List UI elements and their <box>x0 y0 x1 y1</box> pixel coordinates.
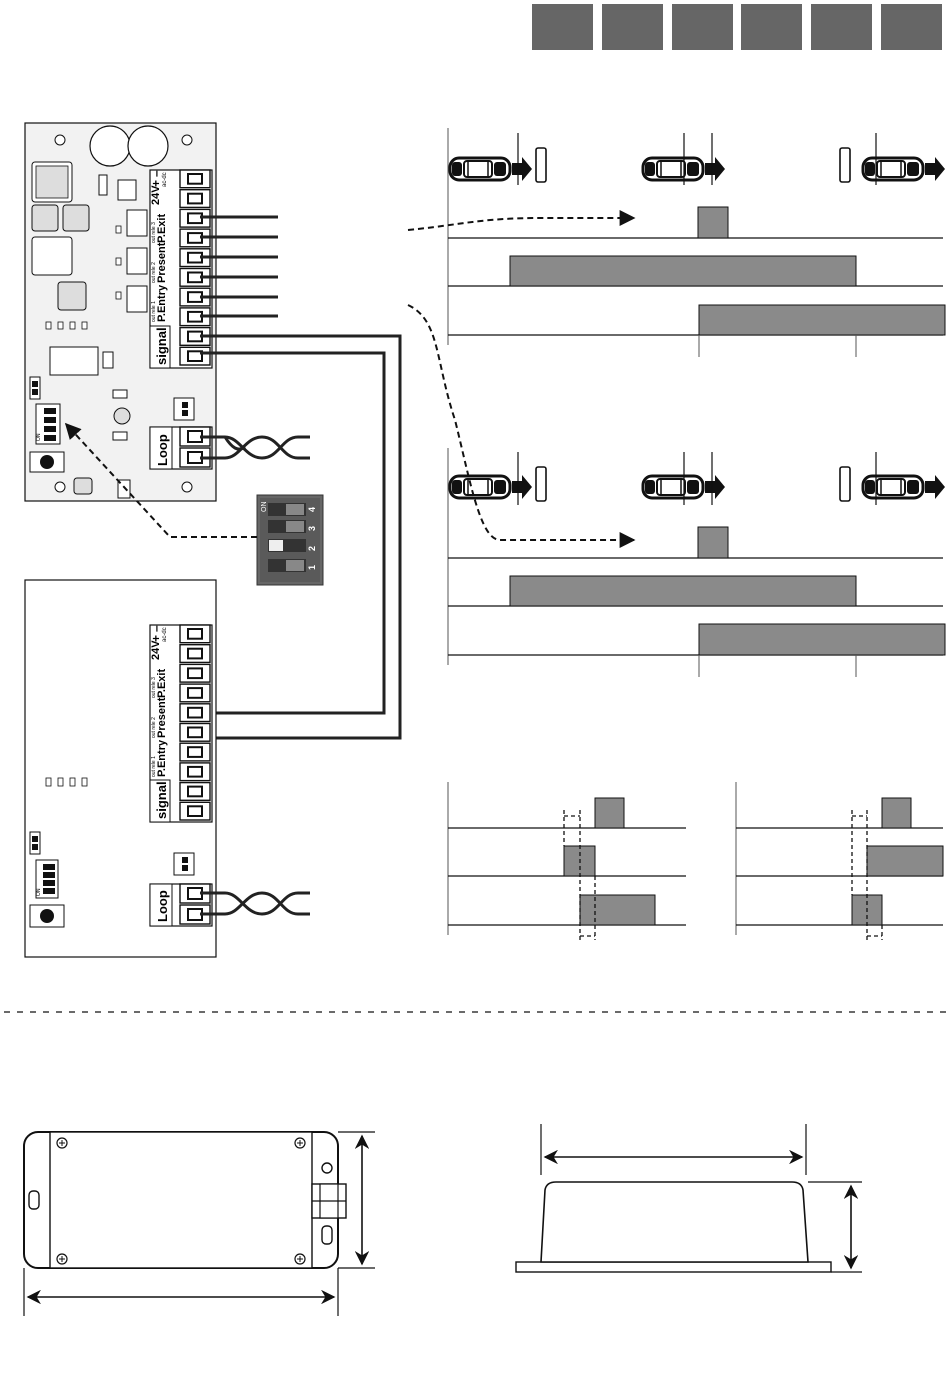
second-dip-on-label: ON <box>36 888 42 896</box>
second-screw-head <box>188 688 202 698</box>
dip-pos-3: 3 <box>307 526 317 531</box>
second-screw-head <box>188 649 202 659</box>
dip-on-label: ON <box>261 502 268 513</box>
enclosure-top-view <box>24 1132 375 1316</box>
second-loop-screw-head <box>188 909 202 920</box>
main-term-pentry: P.Entry <box>156 284 168 322</box>
second-screw-head <box>188 747 202 757</box>
main-term-minus: – <box>149 170 163 177</box>
main-loop-screw-head <box>188 452 202 463</box>
timing-diagrams <box>408 128 945 940</box>
main-screw-head <box>188 233 202 243</box>
second-term-pexit: P.Exit <box>156 669 168 698</box>
dip-pos-2: 2 <box>307 546 317 551</box>
second-screw-head <box>188 728 202 738</box>
second-term-pentry: P.Entry <box>156 739 168 777</box>
main-term-plus: + <box>149 180 163 187</box>
main-dip-on-label: ON <box>36 433 42 441</box>
main-screw-head <box>188 292 202 302</box>
main-term-pexit: P.Exit <box>156 214 168 243</box>
second-term-loop: Loop <box>155 890 170 922</box>
second-screw-head <box>188 767 202 777</box>
second-term-minus: – <box>149 625 163 632</box>
dip-pos-4: 4 <box>307 507 317 512</box>
main-term-loop: Loop <box>155 434 170 466</box>
main-screw-head <box>188 273 202 283</box>
main-screw-head <box>188 332 202 342</box>
main-screw-head <box>188 253 202 263</box>
second-term-present: Present <box>156 697 168 738</box>
main-screw-head <box>188 213 202 223</box>
main-loop-screw-head <box>188 431 202 442</box>
main-screw-head <box>188 351 202 361</box>
main-module: ON 24V ac-dc + – out rele 3 P.Exit out r… <box>25 123 216 501</box>
dip-switch-enlarged[interactable]: ON 1 2 3 4 <box>257 495 323 585</box>
second-term-plus: + <box>149 635 163 642</box>
second-loop-screw-head <box>188 888 202 899</box>
second-screw-head <box>188 708 202 718</box>
dip-pos-1: 1 <box>307 565 317 570</box>
second-screw-head <box>188 668 202 678</box>
main-term-signal: signal <box>154 327 169 365</box>
main-screw-head <box>188 312 202 322</box>
second-screw-head <box>188 787 202 797</box>
main-screw-head <box>188 174 202 184</box>
second-screw-head <box>188 629 202 639</box>
second-module: ON 24V ac-dc + – out rele 3 P.Exit out r… <box>25 580 216 957</box>
second-term-signal: signal <box>154 781 169 819</box>
enclosure-side-view <box>516 1124 862 1272</box>
main-term-present: Present <box>156 242 168 283</box>
main-screw-head <box>188 194 202 204</box>
second-screw-head <box>188 806 202 816</box>
